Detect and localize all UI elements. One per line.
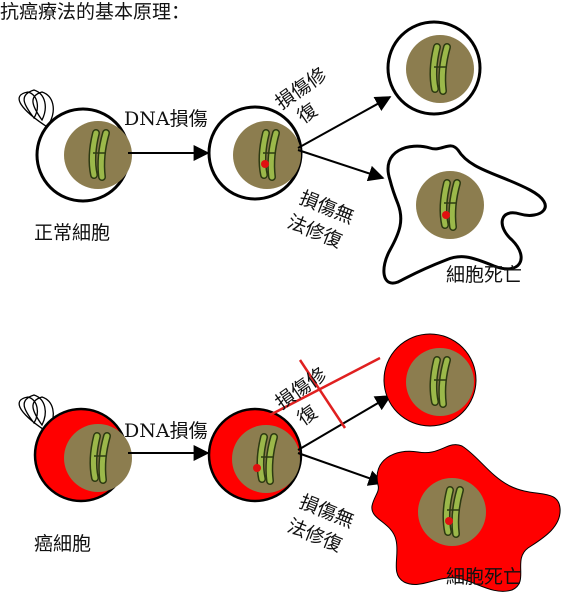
radiation-wave-icon	[18, 89, 54, 131]
radiation-wave-icon	[18, 394, 54, 436]
damage-dot	[445, 517, 453, 525]
cross-out-mark	[269, 356, 381, 429]
repaired-cancer-cell	[383, 333, 477, 427]
dying-cell	[382, 144, 547, 285]
damaged-cell	[207, 105, 303, 201]
repaired-cell	[386, 20, 482, 116]
cancer-cell	[33, 407, 132, 503]
normal-cell-label: 正常細胞	[34, 222, 111, 244]
page-title: 抗癌療法的基本原理：	[0, 1, 191, 23]
arrow-repair	[297, 395, 392, 451]
damage-dot	[261, 160, 269, 168]
normal-cell	[35, 107, 132, 203]
dna-damage-label: DNA損傷	[124, 108, 208, 130]
cancer-cell-label: 癌細胞	[34, 533, 92, 555]
normal-pathway	[18, 20, 547, 285]
damaged-cancer-cell	[207, 407, 303, 503]
arrow-no-repair	[297, 452, 385, 486]
arrow-no-repair	[297, 149, 385, 182]
cell-death-label: 細胞死亡	[446, 566, 523, 588]
damage-dot	[442, 211, 450, 219]
damage-dot	[253, 464, 261, 472]
cancer-pathway	[18, 333, 561, 592]
arrow-repair	[297, 96, 392, 149]
cell-death-label: 細胞死亡	[446, 264, 523, 286]
dna-damage-label: DNA損傷	[124, 420, 208, 442]
dying-cancer-cell	[371, 444, 561, 592]
